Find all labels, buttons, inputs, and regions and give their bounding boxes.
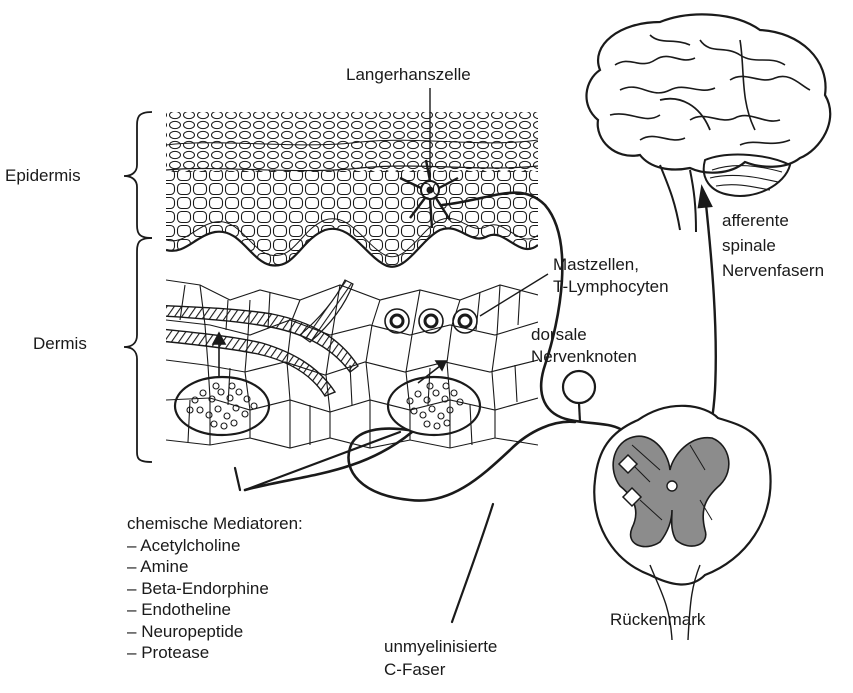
mediator-item: Protease xyxy=(127,642,303,664)
dorsal-ganglion-label-line2: Nervenknoten xyxy=(531,346,637,367)
epidermis-label: Epidermis xyxy=(5,165,81,186)
epidermis-cells xyxy=(166,112,538,270)
spinal-cord-label: Rückenmark xyxy=(610,609,705,630)
skin-section xyxy=(150,112,538,448)
vesicle-right xyxy=(388,377,480,435)
mediator-item: Acetylcholine xyxy=(127,535,303,557)
mediator-item: Neuropeptide xyxy=(127,621,303,643)
mediator-heading: chemische Mediatoren: xyxy=(127,513,303,535)
afferent-label-line2: spinale xyxy=(722,235,776,256)
mediator-list: chemische Mediatoren: Acetylcholine Amin… xyxy=(127,513,303,664)
spinal-cord xyxy=(594,406,770,640)
dorsal-ganglion xyxy=(563,371,595,422)
c-fiber-label-line1: unmyelinisierte xyxy=(384,636,497,657)
mediator-items: Acetylcholine Amine Beta-Endorphine Endo… xyxy=(127,535,303,664)
vesicle-left xyxy=(175,377,269,435)
mast-cell-label-line1: Mastzellen, xyxy=(553,254,639,275)
afferent-label-line1: afferente xyxy=(722,210,789,231)
dermis-bracket xyxy=(124,238,152,462)
c-fiber-label-line2: C-Faser xyxy=(384,659,445,680)
mediator-item: Endotheline xyxy=(127,599,303,621)
afferent-label-line3: Nervenfasern xyxy=(722,260,824,281)
langerhans-label: Langerhanszelle xyxy=(346,64,471,85)
mediator-item: Amine xyxy=(127,556,303,578)
mast-cell-label-line2: T-Lymphocyten xyxy=(553,276,669,297)
dorsal-ganglion-label-line1: dorsale xyxy=(531,324,587,345)
dermis-label: Dermis xyxy=(33,333,87,354)
epidermis-bracket xyxy=(124,112,152,238)
mediator-item: Beta-Endorphine xyxy=(127,578,303,600)
